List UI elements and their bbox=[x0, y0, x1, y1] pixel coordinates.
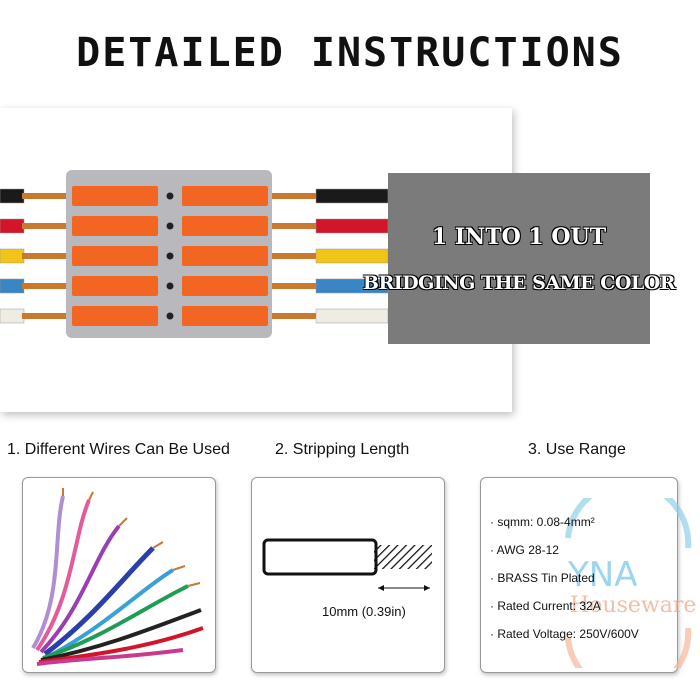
lever-left bbox=[72, 276, 158, 296]
lever-right bbox=[182, 246, 268, 266]
lever-right bbox=[182, 276, 268, 296]
stripped-conductor bbox=[374, 545, 432, 569]
wire-right bbox=[315, 218, 389, 234]
stripping-measure: 10mm (0.39in) bbox=[322, 604, 406, 619]
test-hole bbox=[166, 192, 174, 200]
measure-arrows bbox=[378, 585, 430, 591]
banner-line-2: BRIDGING THE SAME COLOR bbox=[362, 271, 676, 294]
test-hole bbox=[166, 282, 174, 290]
panel-stripping bbox=[251, 477, 445, 673]
lever-left bbox=[72, 246, 158, 266]
copper-left bbox=[22, 193, 72, 199]
wire-left bbox=[0, 218, 25, 234]
caption-stripping: 2. Stripping Length bbox=[275, 441, 410, 458]
lever-right bbox=[182, 306, 268, 326]
test-hole bbox=[166, 222, 174, 230]
spec-item: · Rated Voltage: 250V/600V bbox=[490, 627, 639, 641]
info-banner: 1 INTO 1 OUT BRIDGING THE SAME COLOR bbox=[363, 173, 676, 344]
wire-right bbox=[315, 248, 389, 264]
copper-left bbox=[22, 283, 72, 289]
copper-left bbox=[22, 313, 72, 319]
panel-wires bbox=[22, 477, 216, 673]
test-hole bbox=[166, 312, 174, 320]
page-title: DETAILED INSTRUCTIONS bbox=[76, 30, 624, 76]
spec-list: · sqmm: 0.08-4mm² · AWG 28-12 · BRASS Ti… bbox=[490, 508, 639, 648]
lever-left bbox=[72, 186, 158, 206]
wire-left bbox=[0, 248, 25, 264]
banner-line-1: 1 INTO 1 OUT bbox=[431, 223, 607, 250]
copper-right bbox=[268, 253, 318, 259]
stripping-diagram bbox=[262, 538, 432, 591]
caption-use-range: 3. Use Range bbox=[528, 441, 626, 458]
lever-left bbox=[72, 216, 158, 236]
copper-left bbox=[22, 223, 72, 229]
lever-right bbox=[182, 216, 268, 236]
copper-right bbox=[268, 313, 318, 319]
spec-item: · BRASS Tin Plated bbox=[490, 571, 595, 585]
spec-item: · AWG 28-12 bbox=[490, 543, 559, 557]
spec-item: · sqmm: 0.08-4mm² bbox=[490, 515, 595, 529]
lever-left bbox=[72, 306, 158, 326]
wire-left bbox=[0, 278, 25, 294]
copper-right bbox=[268, 193, 318, 199]
wire-connector-illustration bbox=[0, 170, 389, 338]
wire-left bbox=[0, 308, 25, 324]
test-hole bbox=[166, 252, 174, 260]
copper-left bbox=[22, 253, 72, 259]
wire-right bbox=[315, 188, 389, 204]
wire-right bbox=[315, 308, 389, 324]
copper-right bbox=[268, 283, 318, 289]
wire-insulation bbox=[262, 538, 378, 576]
wire-left bbox=[0, 188, 25, 204]
lever-right bbox=[182, 186, 268, 206]
spec-item: · Rated Current: 32A bbox=[490, 599, 601, 613]
copper-right bbox=[268, 223, 318, 229]
wire-bundle-illustration bbox=[31, 488, 204, 666]
caption-wires: 1. Different Wires Can Be Used bbox=[7, 441, 230, 458]
